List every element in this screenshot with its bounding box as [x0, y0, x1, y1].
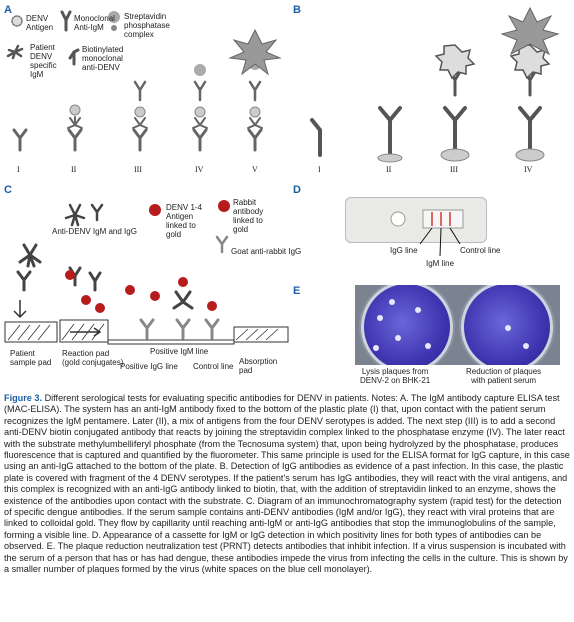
label-control-line: Control line	[193, 362, 234, 371]
plaque-spot	[373, 345, 379, 351]
legend-goat-antirabbit: Goat anti-rabbit IgG	[231, 247, 302, 256]
step-label: III	[450, 165, 458, 174]
plaque-spot	[395, 335, 401, 341]
label-igm-line: IgM line	[426, 259, 455, 268]
label-reaction-pad: Reaction pad(gold conjugates)	[62, 349, 124, 367]
plaque-spot	[389, 299, 395, 305]
step-label: I	[318, 165, 321, 174]
legend-anti-denv: Anti-DENV IgM and IgG	[52, 227, 137, 236]
panel-e-letter: E	[293, 285, 301, 297]
caption-text: Different serological tests for evaluati…	[4, 393, 570, 575]
step-label: II	[386, 165, 392, 174]
plaque-spot	[505, 325, 511, 331]
step-label: II	[71, 165, 77, 174]
figure-label: Figure 3.	[4, 393, 43, 403]
step-label: IV	[524, 165, 533, 174]
step-label: IV	[195, 165, 204, 174]
plaque-spot	[425, 343, 431, 349]
plaque-plate-photo	[355, 285, 560, 365]
plaque-spot	[415, 307, 421, 313]
label-igg-line: IgG line	[390, 246, 418, 255]
well-left	[361, 285, 453, 365]
step-label: III	[134, 165, 142, 174]
step-label: I	[17, 165, 20, 174]
panel-a-letter: A	[4, 4, 12, 16]
figure-caption: Figure 3. Different serological tests fo…	[4, 393, 570, 576]
label-positive-igg-line: Positive IgG line	[120, 362, 178, 371]
label-control-line-d: Control line	[460, 246, 501, 255]
plaque-spot	[377, 315, 383, 321]
label-positive-igm-line: Positive IgM line	[150, 347, 209, 356]
step-label: V	[252, 165, 258, 174]
panel-d-letter: D	[293, 184, 301, 196]
panel-b-letter: B	[293, 4, 301, 16]
plaque-spot	[523, 343, 529, 349]
panel-c-letter: C	[4, 184, 12, 196]
